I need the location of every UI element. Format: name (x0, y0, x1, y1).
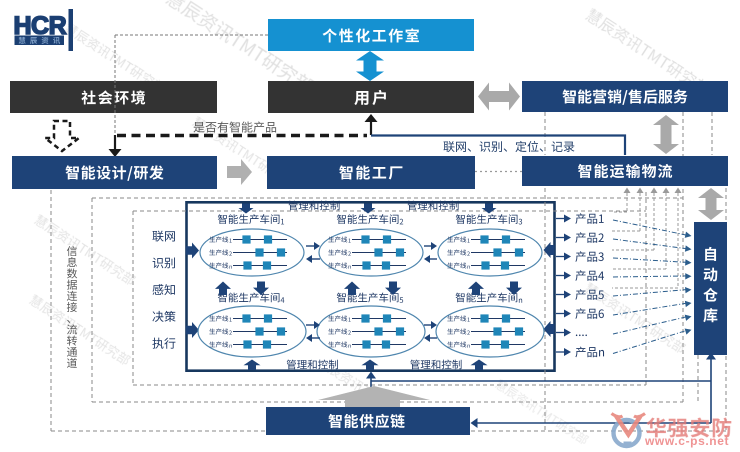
svg-text:www.c-ps.net: www.c-ps.net (644, 434, 729, 448)
